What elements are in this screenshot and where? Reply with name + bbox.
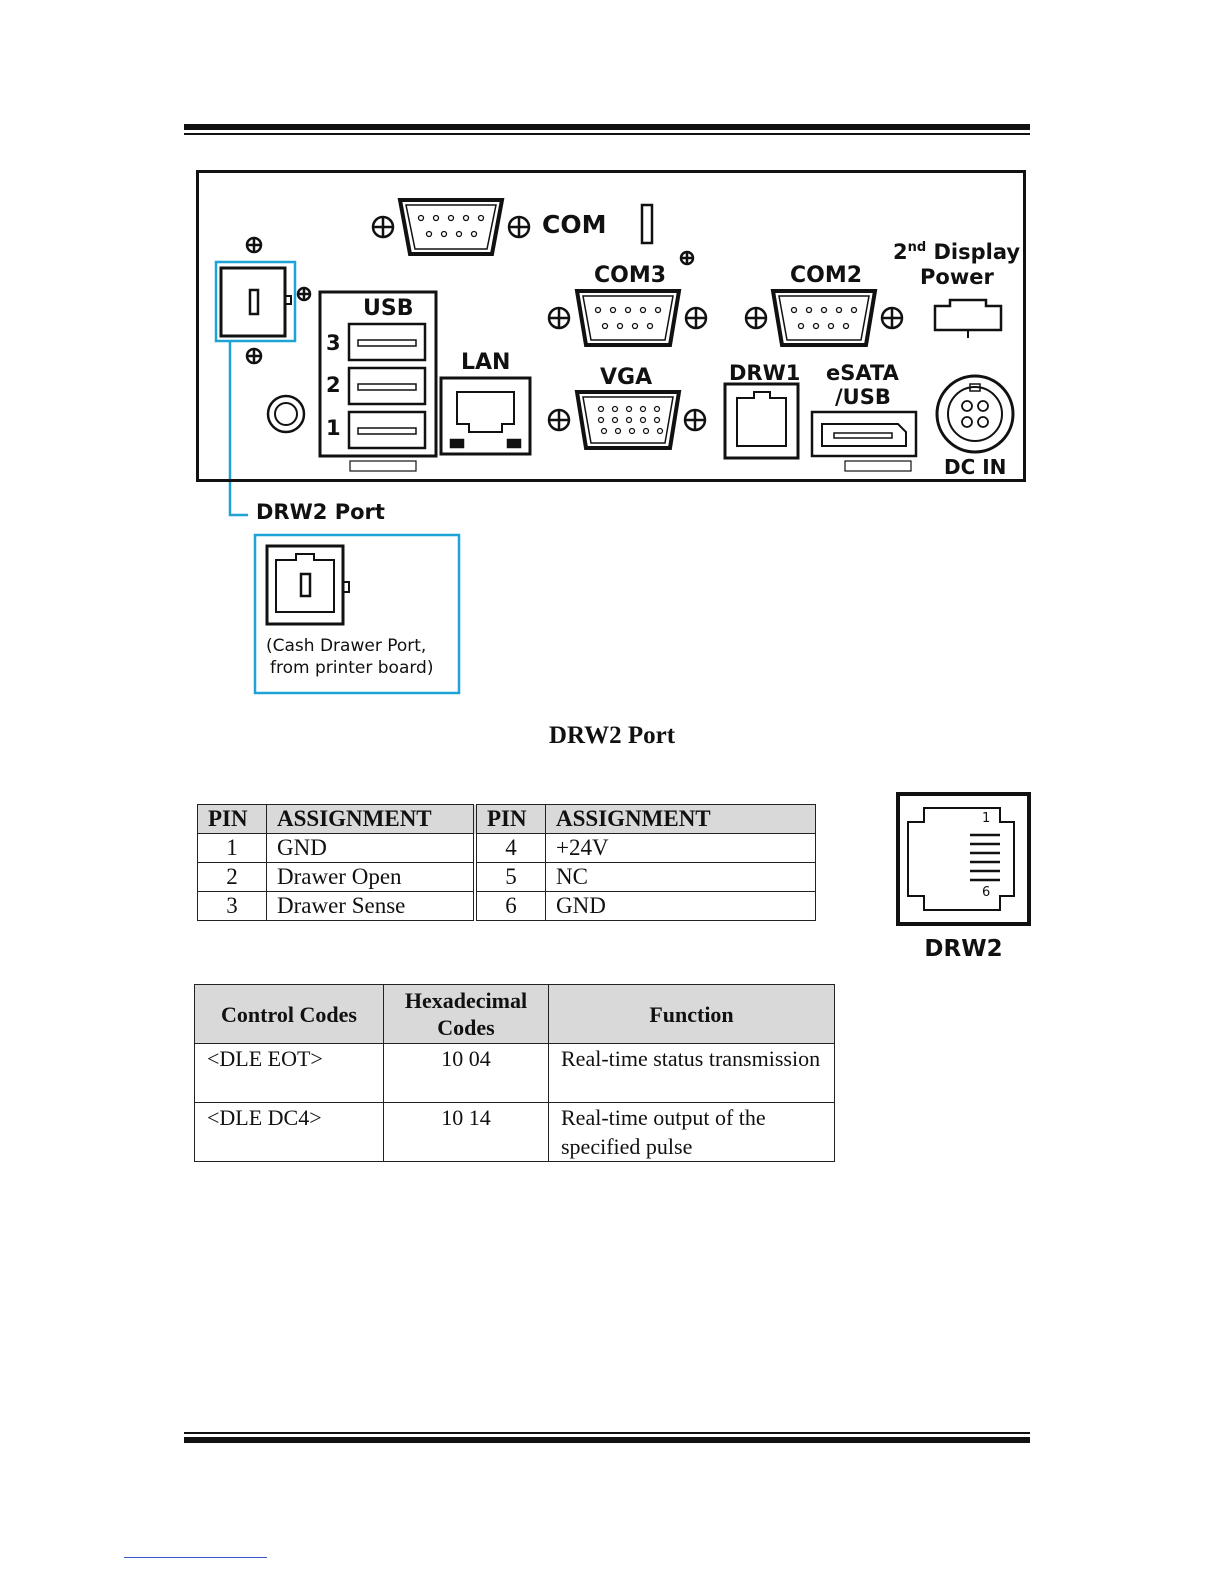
table-row: 1 GND 4 +24V	[197, 833, 816, 863]
header-pin: PIN	[474, 804, 546, 834]
drw2-port-closeup	[265, 544, 350, 626]
usb-port-1-label: 1	[326, 416, 341, 440]
table-row: 2 Drawer Open 5 NC	[197, 862, 816, 892]
usb-port-2-label: 2	[326, 373, 341, 397]
connector-label: DRW2	[924, 936, 1003, 962]
table-header-row: Control Codes Hexadecimal Codes Function	[194, 984, 835, 1044]
pin-number: 6	[474, 891, 546, 921]
hex-code: 10 04	[383, 1043, 549, 1103]
pin-number: 2	[197, 862, 267, 892]
pin-assignment: GND	[545, 891, 816, 921]
pin-assignment-table: PIN ASSIGNMENT PIN ASSIGNMENT 1 GND 4 +2…	[197, 804, 816, 921]
footer-link-underline	[124, 1557, 267, 1558]
table-row: <DLE DC4> 10 14 Real-time output of the …	[194, 1102, 835, 1162]
display-power-label-line2: Power	[920, 265, 994, 289]
usb-port-3-label: 3	[326, 331, 341, 355]
control-code: <DLE DC4>	[194, 1102, 384, 1162]
table-header-row: PIN ASSIGNMENT PIN ASSIGNMENT	[197, 804, 816, 834]
esata-label-line2: /USB	[835, 385, 891, 409]
display-power-label-line1: 2nd Display	[893, 240, 1021, 264]
com3-label: COM3	[594, 263, 667, 288]
function-description: Real-time status transmission	[548, 1043, 835, 1103]
control-codes-table: Control Codes Hexadecimal Codes Function…	[194, 984, 835, 1162]
pin-number: 3	[197, 891, 267, 921]
com2-label: COM2	[790, 263, 863, 288]
header-function: Function	[548, 984, 835, 1044]
rj-connector-icon	[896, 792, 1031, 926]
cash-drawer-note-line1: (Cash Drawer Port,	[266, 636, 427, 656]
drw2-highlight	[214, 260, 461, 695]
function-description: Real-time output of the specified pulse	[548, 1102, 835, 1162]
pin-assignment: Drawer Sense	[266, 891, 477, 921]
dc-in-label: DC IN	[944, 455, 1007, 479]
cash-drawer-note-line2: from printer board)	[270, 658, 434, 678]
header-assignment: ASSIGNMENT	[545, 804, 816, 834]
rear-io-drawing	[214, 198, 1015, 695]
connector-pin-6-label: 6	[982, 885, 991, 900]
footer-rule	[184, 1432, 1030, 1443]
drw1-label: DRW1	[729, 361, 801, 385]
table-row: <DLE EOT> 10 04 Real-time status transmi…	[194, 1043, 835, 1103]
esata-label-line1: eSATA	[826, 361, 899, 385]
drw2-callout-label: DRW2 Port	[256, 500, 385, 524]
hex-code: 10 14	[383, 1102, 549, 1162]
control-code: <DLE EOT>	[194, 1043, 384, 1103]
usb-label: USB	[363, 296, 414, 321]
pin-number: 4	[474, 833, 546, 863]
pin-assignment: +24V	[545, 833, 816, 863]
connector-pin-1-label: 1	[982, 811, 991, 826]
com-label: COM	[542, 210, 607, 239]
table-row: 3 Drawer Sense 6 GND	[197, 891, 816, 921]
pin-assignment: Drawer Open	[266, 862, 477, 892]
header-control-codes: Control Codes	[194, 984, 384, 1044]
header-assignment: ASSIGNMENT	[266, 804, 477, 834]
pin-number: 1	[197, 833, 267, 863]
pin-number: 5	[474, 862, 546, 892]
rear-panel-frame	[196, 170, 1026, 482]
vga-label: VGA	[600, 365, 653, 390]
lan-label: LAN	[461, 350, 511, 375]
screw-icon	[245, 215, 904, 432]
header-rule	[184, 124, 1030, 135]
pin-assignment: GND	[266, 833, 477, 863]
pin-assignment: NC	[545, 862, 816, 892]
figure-caption: DRW2 Port	[548, 722, 676, 749]
drw2-connector-diagram: 1 6	[896, 792, 1031, 926]
header-pin: PIN	[197, 804, 267, 834]
header-hex-codes: Hexadecimal Codes	[383, 984, 549, 1044]
